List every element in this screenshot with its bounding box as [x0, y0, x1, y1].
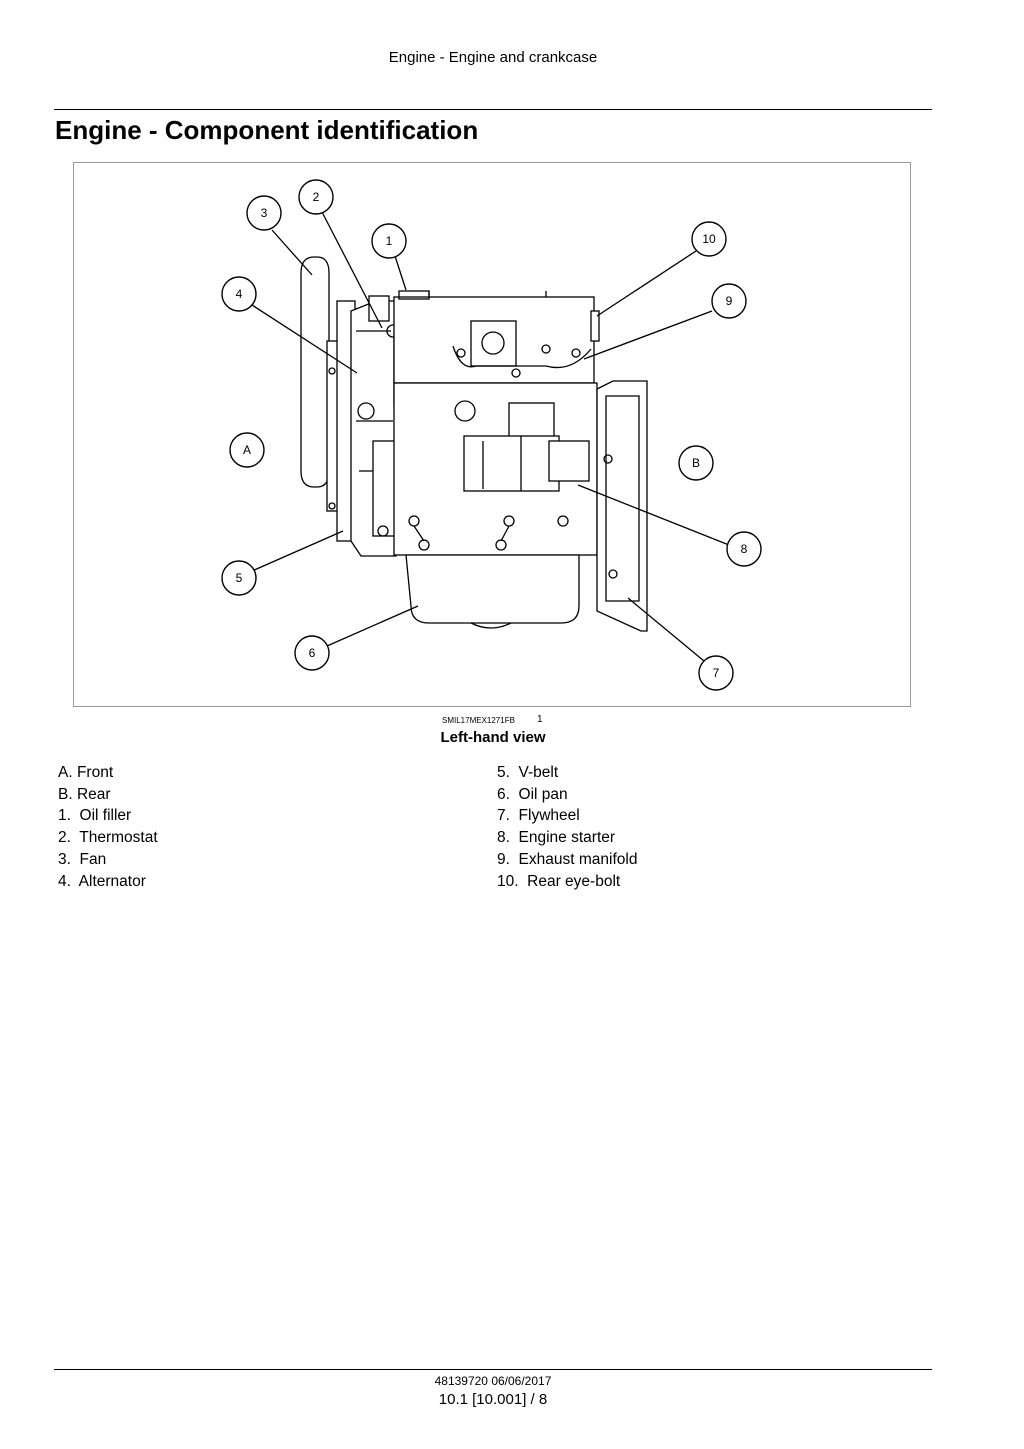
legend-item: 4. Alternator — [58, 872, 146, 890]
flywheel-drawing — [590, 310, 648, 632]
svg-text:B: B — [692, 456, 700, 470]
legend-item: 9. Exhaust manifold — [497, 850, 638, 868]
svg-text:8: 8 — [741, 542, 748, 556]
callout-10: 10 — [691, 221, 727, 257]
running-header: Engine - Engine and crankcase — [388, 49, 598, 66]
legend-item: 7. Flywheel — [497, 807, 580, 825]
legend-item: 3. Fan — [58, 850, 107, 868]
svg-text:2: 2 — [313, 190, 320, 204]
callout-9: 9 — [711, 283, 747, 319]
figure-number: 1 — [537, 714, 543, 725]
callout-leaders — [251, 211, 730, 662]
page-title: Engine - Component identification — [55, 115, 479, 145]
legend-left-column: A. Front B. Rear 1. Oil filler 2. Thermo… — [58, 762, 158, 892]
callout-3: 3 — [246, 195, 282, 231]
callout-B: B — [678, 445, 714, 481]
legend-item: 5. V-belt — [497, 764, 559, 781]
callout-A: A — [229, 432, 265, 468]
svg-text:4: 4 — [236, 287, 243, 301]
callout-4: 4 — [221, 276, 257, 312]
svg-text:1: 1 — [386, 234, 393, 248]
legend-item: 10. Rear eye-bolt — [497, 872, 621, 890]
document-id: 48139720 06/06/2017 — [434, 1374, 552, 1388]
callout-5: 5 — [221, 560, 257, 596]
header-divider — [54, 109, 932, 110]
legend-item: B. Rear — [58, 785, 111, 803]
callout-1: 1 — [371, 223, 407, 259]
figure-frame: 1 2 3 4 5 6 7 8 9 10 A B — [73, 162, 911, 707]
svg-text:3: 3 — [261, 206, 268, 220]
footer-divider — [54, 1369, 932, 1370]
fan-drawing — [300, 256, 356, 542]
page-number: 10.1 [10.001] / 8 — [438, 1391, 548, 1408]
figure-caption: Left-hand view — [440, 729, 546, 746]
legend-item: 8. Engine starter — [497, 829, 616, 847]
legend-right-column: 5. V-belt 6. Oil pan 7. Flywheel 8. Engi… — [497, 762, 637, 892]
svg-text:6: 6 — [309, 646, 316, 660]
legend-item: 1. Oil filler — [58, 807, 132, 825]
callout-7: 7 — [698, 655, 734, 691]
callout-8: 8 — [726, 531, 762, 567]
svg-text:5: 5 — [236, 571, 243, 585]
svg-text:9: 9 — [726, 294, 733, 308]
oil-pan-drawing — [405, 554, 580, 629]
svg-text:A: A — [243, 443, 251, 457]
callout-2: 2 — [298, 179, 334, 215]
callout-6: 6 — [294, 635, 330, 671]
legend-item: A. Front — [58, 764, 114, 781]
legend-item: 2. Thermostat — [58, 829, 158, 847]
figure-reference-code: SMIL17MEX1271FB — [442, 716, 515, 725]
engine-block-drawing — [393, 290, 598, 556]
svg-text:7: 7 — [713, 666, 720, 680]
svg-text:10: 10 — [702, 232, 716, 246]
legend-item: 6. Oil pan — [497, 785, 568, 803]
